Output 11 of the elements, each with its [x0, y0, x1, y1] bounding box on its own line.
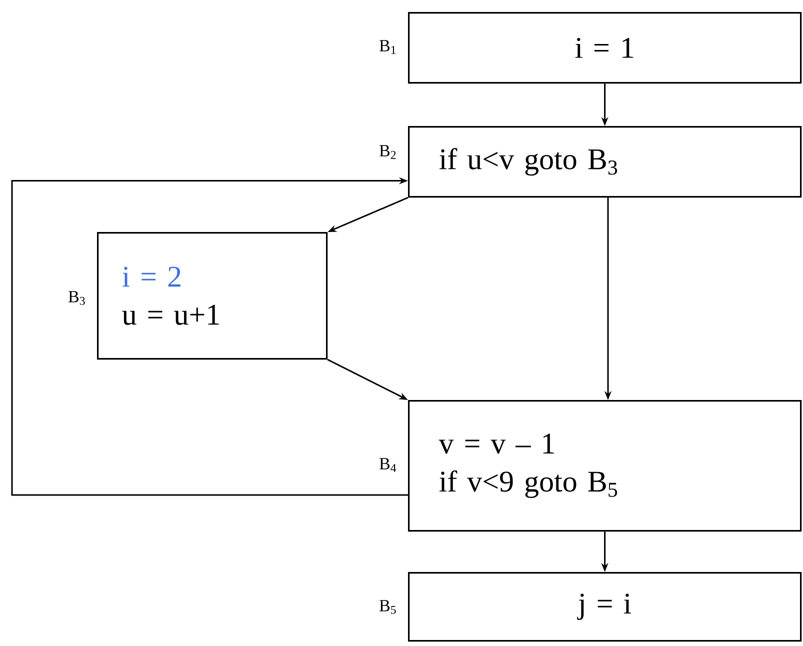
code-block-box: i = 2 u = u+1	[97, 232, 328, 360]
arrow	[11, 177, 408, 496]
block-label: B$_{1}$	[380, 40, 396, 54]
block-label: B$_{5}$	[380, 600, 396, 614]
block-label: B$_{2}$	[380, 145, 396, 159]
block-label: B$_{4}$	[380, 458, 396, 472]
code-block-box: if u<v goto B$_{3}$	[408, 126, 802, 198]
code-block-box: j = i	[408, 572, 802, 642]
code-block-box: i = 1	[408, 12, 802, 84]
block-label: B$_{3}$	[68, 291, 85, 305]
code-block-box: v = v – 1 if v<9 goto B$_{5}$	[408, 400, 802, 532]
